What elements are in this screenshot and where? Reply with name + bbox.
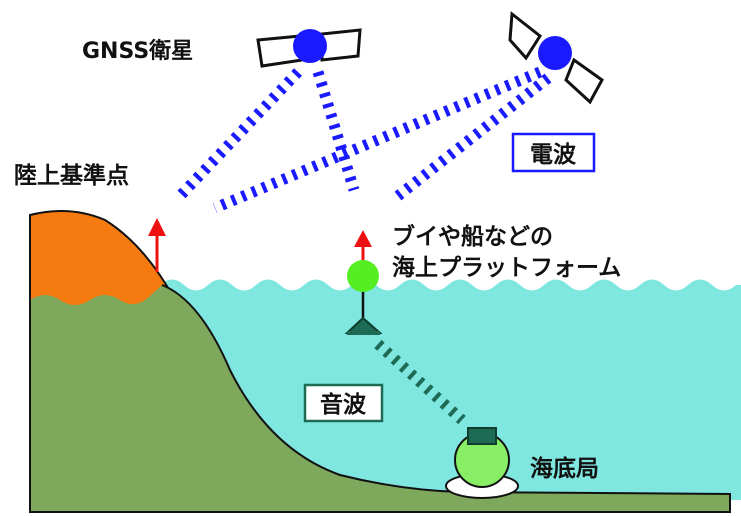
satellite-icon [508, 11, 604, 105]
seafloor [30, 285, 730, 512]
sea-water [160, 279, 741, 500]
transducer-icon [344, 316, 383, 335]
platform-label-line2: 海上プラットフォーム [392, 254, 621, 281]
acoustic-wave-beam [374, 339, 466, 425]
radio-wave-beam [176, 68, 302, 200]
acoustic-wave-label-box: 音波 [303, 383, 384, 423]
radio-waves [176, 66, 552, 214]
satellite-label: GNSS衛星 [82, 38, 193, 64]
radio-wave-beam [212, 66, 543, 214]
acoustic-wave-label: 音波 [320, 391, 367, 418]
radio-wave-beam [312, 70, 360, 192]
radio-wave-label: 電波 [530, 142, 577, 168]
seafloor-outline [29, 284, 731, 513]
seafloor-station-icon [445, 427, 519, 499]
arrow-up-icon [354, 230, 372, 262]
satellite-icon [256, 28, 362, 68]
seafloor-station-label: 海底局 [530, 455, 599, 482]
arrow-up-icon [148, 218, 166, 272]
land-reference-label: 陸上基準点 [14, 162, 129, 189]
radio-wave-label-box: 電波 [511, 132, 596, 173]
platform-label-line1: ブイや船などの [392, 223, 553, 250]
